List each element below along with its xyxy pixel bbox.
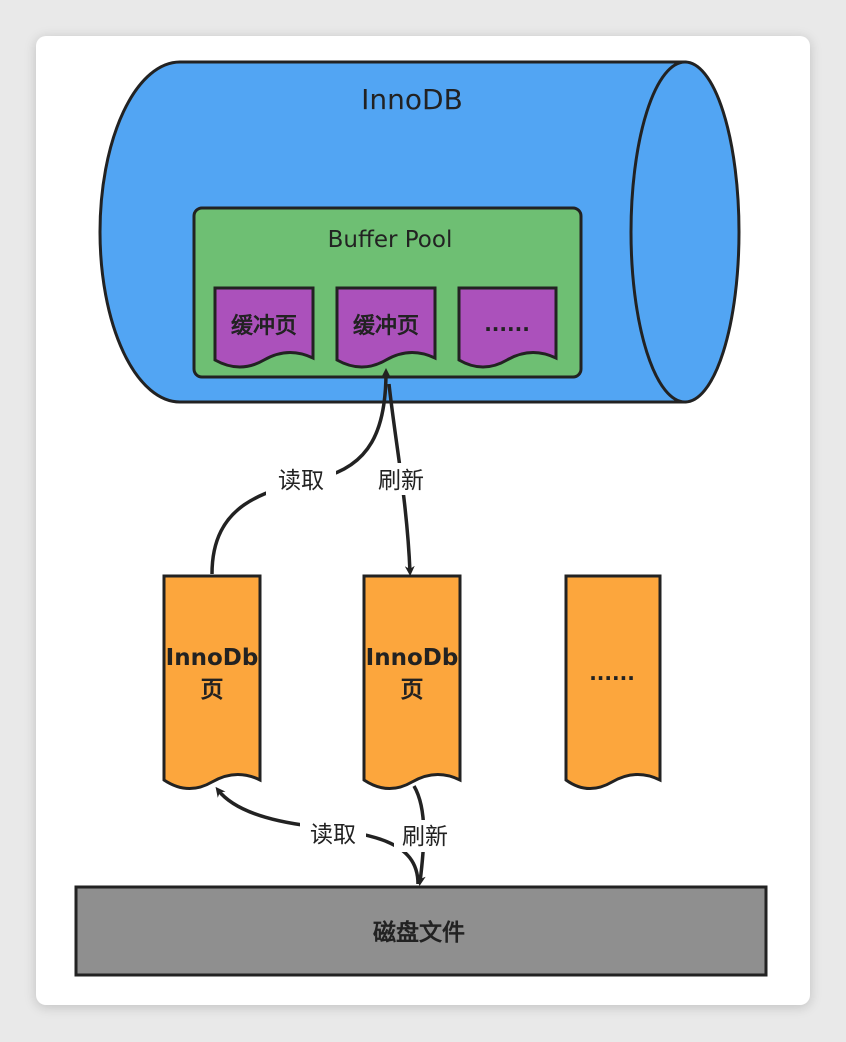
top-read-arrow: 读取	[210, 368, 391, 575]
innodb-page-sublabel: 页	[201, 677, 224, 703]
disk-file-label: 磁盘文件	[373, 919, 465, 946]
innodb-page-sublabel: 页	[401, 677, 424, 703]
bottom-flush-arrow: 刷新	[394, 785, 456, 886]
innodb-page-1: InnoDb 页	[162, 574, 262, 790]
bottom-read-label: 读取	[310, 822, 356, 848]
cache-page-more: ......	[457, 286, 558, 369]
innodb-title: InnoDB	[361, 83, 463, 116]
cache-page-label: 缓冲页	[353, 313, 419, 339]
buffer-pool-title: Buffer Pool	[328, 227, 453, 253]
innodb-page-2: InnoDb 页	[362, 574, 462, 790]
buffer-pool: Buffer Pool 缓冲页 缓冲页 ......	[192, 206, 583, 379]
innodb-page-ellipsis: ......	[589, 661, 635, 685]
top-flush-label: 刷新	[378, 468, 424, 494]
cache-page-1: 缓冲页	[213, 286, 315, 369]
bottom-read-arrow: 读取	[215, 786, 420, 885]
top-read-label: 读取	[278, 468, 324, 494]
innodb-page-label: InnoDb	[366, 645, 459, 671]
top-flush-arrow: 刷新	[368, 383, 434, 576]
disk-file-box	[74, 885, 768, 977]
cache-page-ellipsis: ......	[484, 312, 530, 336]
bottom-flush-label: 刷新	[402, 824, 448, 850]
cache-page-2: 缓冲页	[335, 286, 437, 369]
innodb-cylinder-end	[629, 60, 741, 404]
cache-page-label: 缓冲页	[231, 313, 297, 339]
disk-file: 磁盘文件	[74, 885, 768, 977]
innodb-page-more: ......	[564, 574, 662, 790]
innodb-page-label: InnoDb	[166, 645, 259, 671]
